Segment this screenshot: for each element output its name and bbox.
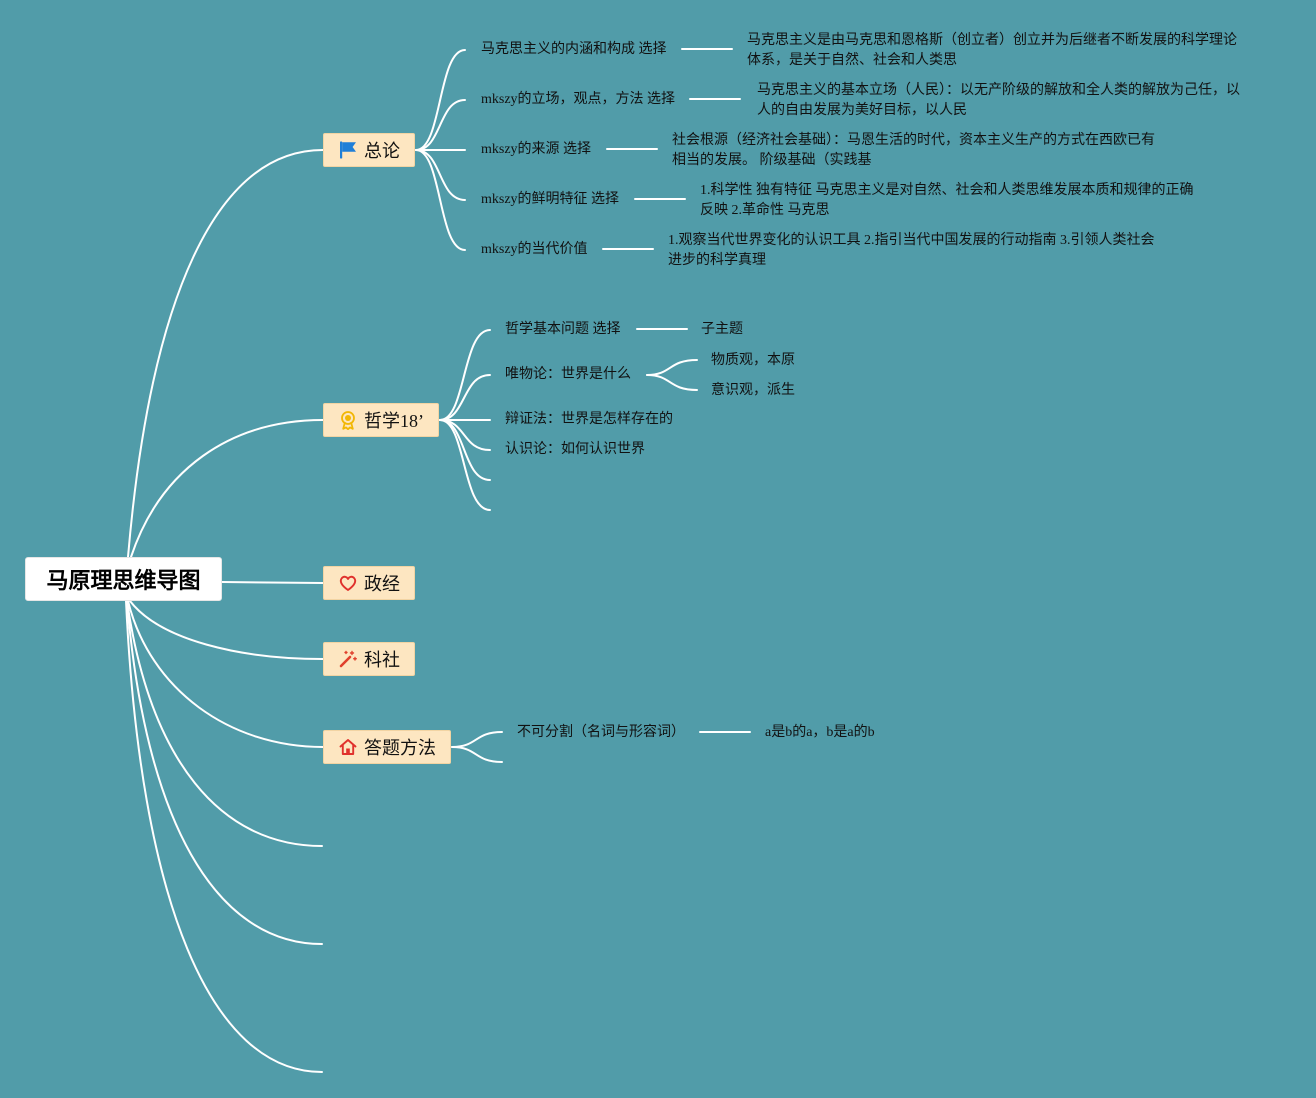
subtopic-detail[interactable]: 1.科学性 独有特征 马克思主义是对自然、社会和人类思维发展本质和规律的正确 反… [700,181,1194,221]
subtopic-detail[interactable]: 社会根源（经济社会基础）：马恩生活的时代，资本主义生产的方式在西欧已有 相当的发… [672,131,1155,171]
subtopic-detail[interactable]: 1.观察当代世界变化的认识工具 2.指引当代中国发展的行动指南 3.引领人类社会… [668,231,1155,271]
detail-line: 体系，是关于自然、社会和人类思 [747,53,957,68]
subtopic[interactable]: 意识观，派生 [711,383,795,398]
connector-zhexue-child [439,419,491,451]
connector-zonglun-child [415,149,466,201]
topic-label: 哲学18’ [364,411,424,431]
topic-zhengjing[interactable]: 政经 [323,566,415,600]
magic-wand-icon [339,650,357,668]
detail-line: 进步的科学真理 [668,253,766,268]
subtopic[interactable]: 马克思主义的内涵和构成 选择 [481,42,667,57]
connector-weiwulun-child [646,359,698,376]
connector-zonglun-child [415,49,466,151]
subtopic[interactable]: a是b的a，b是a的b [765,725,875,740]
subtopic[interactable]: mkszy的鲜明特征 选择 [481,192,620,207]
topic-label: 总论 [364,141,400,161]
medal-icon [341,411,355,430]
detail-line: 人的自由发展为美好目标，以人民 [757,103,967,118]
empty-branch [451,746,503,763]
central-topic[interactable]: 马原理思维导图 [25,557,222,601]
connector-zonglun-child [415,99,466,151]
connector-root-keshe [129,600,324,660]
detail-line: 马克思主义的基本立场（人民）：以无产阶级的解放和全人类的解放为己任，以 [757,83,1240,98]
subtopic[interactable]: 辩证法：世界是怎样存在的 [505,412,673,427]
empty-branch [126,600,323,945]
detail-line: 1.科学性 独有特征 马克思主义是对自然、社会和人类思维发展本质和规律的正确 [700,183,1194,198]
flag-icon [340,141,356,159]
subtopic[interactable]: mkszy的当代价值 [481,242,588,257]
house-icon [339,739,357,755]
topic-label: 政经 [364,574,400,594]
connector-datifangfa-child [451,731,503,748]
topic-keshe[interactable]: 科社 [323,642,415,676]
detail-line: 社会根源（经济社会基础）：马恩生活的时代，资本主义生产的方式在西欧已有 [672,133,1155,148]
detail-line: 1.观察当代世界变化的认识工具 2.指引当代中国发展的行动指南 3.引领人类社会 [668,233,1155,248]
topic-zhexue[interactable]: 哲学18’ [323,403,439,437]
heart-icon [339,575,357,591]
subtopic[interactable]: mkszy的来源 选择 [481,142,592,157]
topic-datifangfa[interactable]: 答题方法 [323,730,451,764]
connector-root-zhengjing [221,581,324,584]
subtopic[interactable]: 物质观，本原 [711,353,795,368]
empty-branch [126,600,323,847]
empty-branch [439,419,491,511]
connector-zhexue-child [439,329,491,421]
detail-line: 马克思主义是由马克思和恩格斯（创立者）创立并为后继者不断发展的科学理论 [747,33,1237,48]
subtopic[interactable]: 哲学基本问题 选择 [505,322,621,337]
subtopic[interactable]: 子主题 [701,322,743,337]
subtopic-detail[interactable]: 马克思主义的基本立场（人民）：以无产阶级的解放和全人类的解放为己任，以 人的自由… [757,81,1240,121]
topic-zonglun[interactable]: 总论 [323,133,415,167]
subtopic[interactable]: 不可分割（名词与形容词） [517,725,685,740]
connector-weiwulun-child [646,374,698,391]
subtopic[interactable]: 认识论：如何认识世界 [505,442,645,457]
connector-root-datifangfa [127,600,324,748]
connector-zonglun-child [415,149,466,251]
empty-branch [125,600,323,1073]
topic-label: 答题方法 [364,738,436,758]
topic-label: 科社 [364,650,400,670]
connector-root-zhexue [130,419,324,558]
connector-zhexue-child [439,374,491,421]
detail-line: 反映 2.革命性 马克思 [700,203,830,218]
subtopic[interactable]: mkszy的立场，观点，方法 选择 [481,92,676,107]
subtopic[interactable]: 唯物论：世界是什么 [505,367,631,382]
subtopic-detail[interactable]: 马克思主义是由马克思和恩格斯（创立者）创立并为后继者不断发展的科学理论 体系，是… [747,31,1237,71]
detail-line: 相当的发展。 阶级基础（实践基 [672,153,872,168]
connector-root-zonglun [127,149,324,558]
